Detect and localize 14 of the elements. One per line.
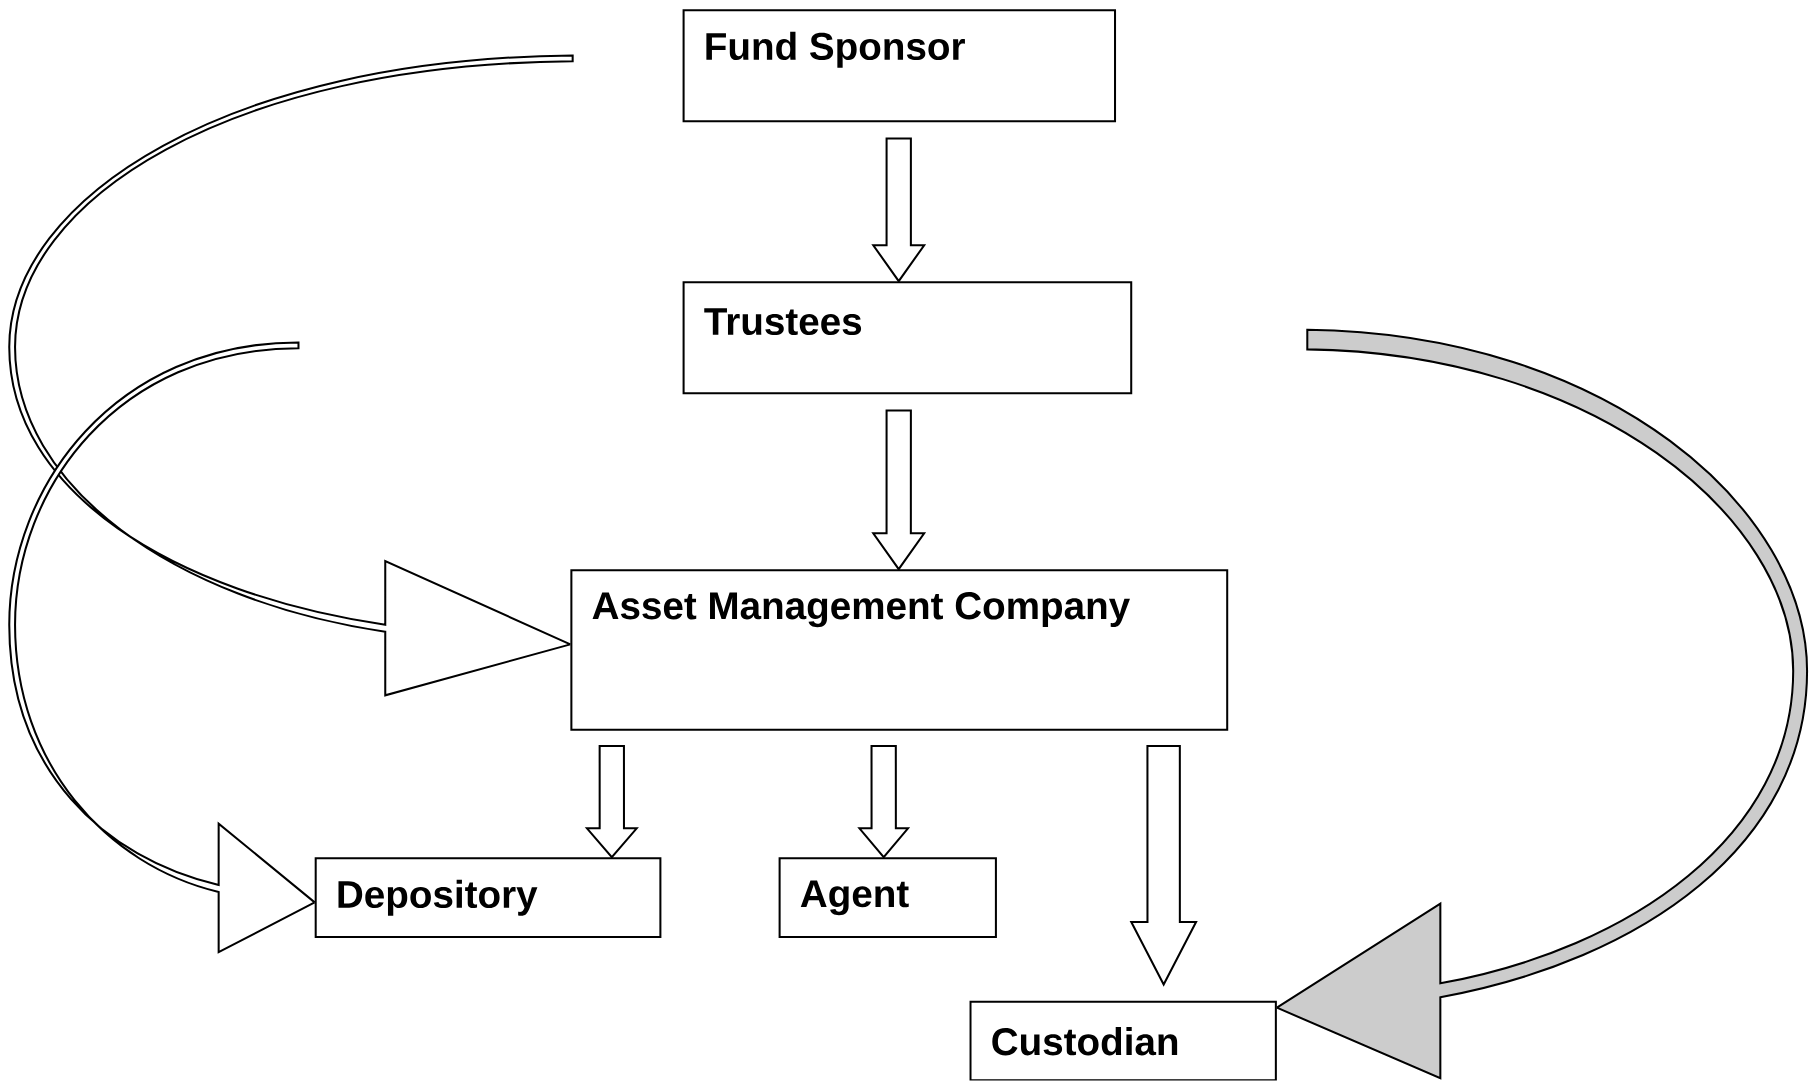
process-box: Custodian xyxy=(969,1000,1277,1081)
curved-arrow xyxy=(1275,328,1809,1080)
process-box: Agent xyxy=(778,857,997,939)
process-box: Fund Sponsor xyxy=(682,9,1117,123)
curved-arrow xyxy=(8,54,574,697)
block-arrow xyxy=(871,409,927,572)
block-arrow xyxy=(584,745,639,860)
block-arrow xyxy=(857,745,911,860)
block-arrow xyxy=(871,137,927,284)
curved-arrow xyxy=(8,341,316,954)
block-arrow xyxy=(1129,745,1198,987)
process-box: Asset Management Company xyxy=(570,569,1229,732)
process-box: Depository xyxy=(314,857,662,939)
process-box: Trustees xyxy=(682,281,1133,395)
